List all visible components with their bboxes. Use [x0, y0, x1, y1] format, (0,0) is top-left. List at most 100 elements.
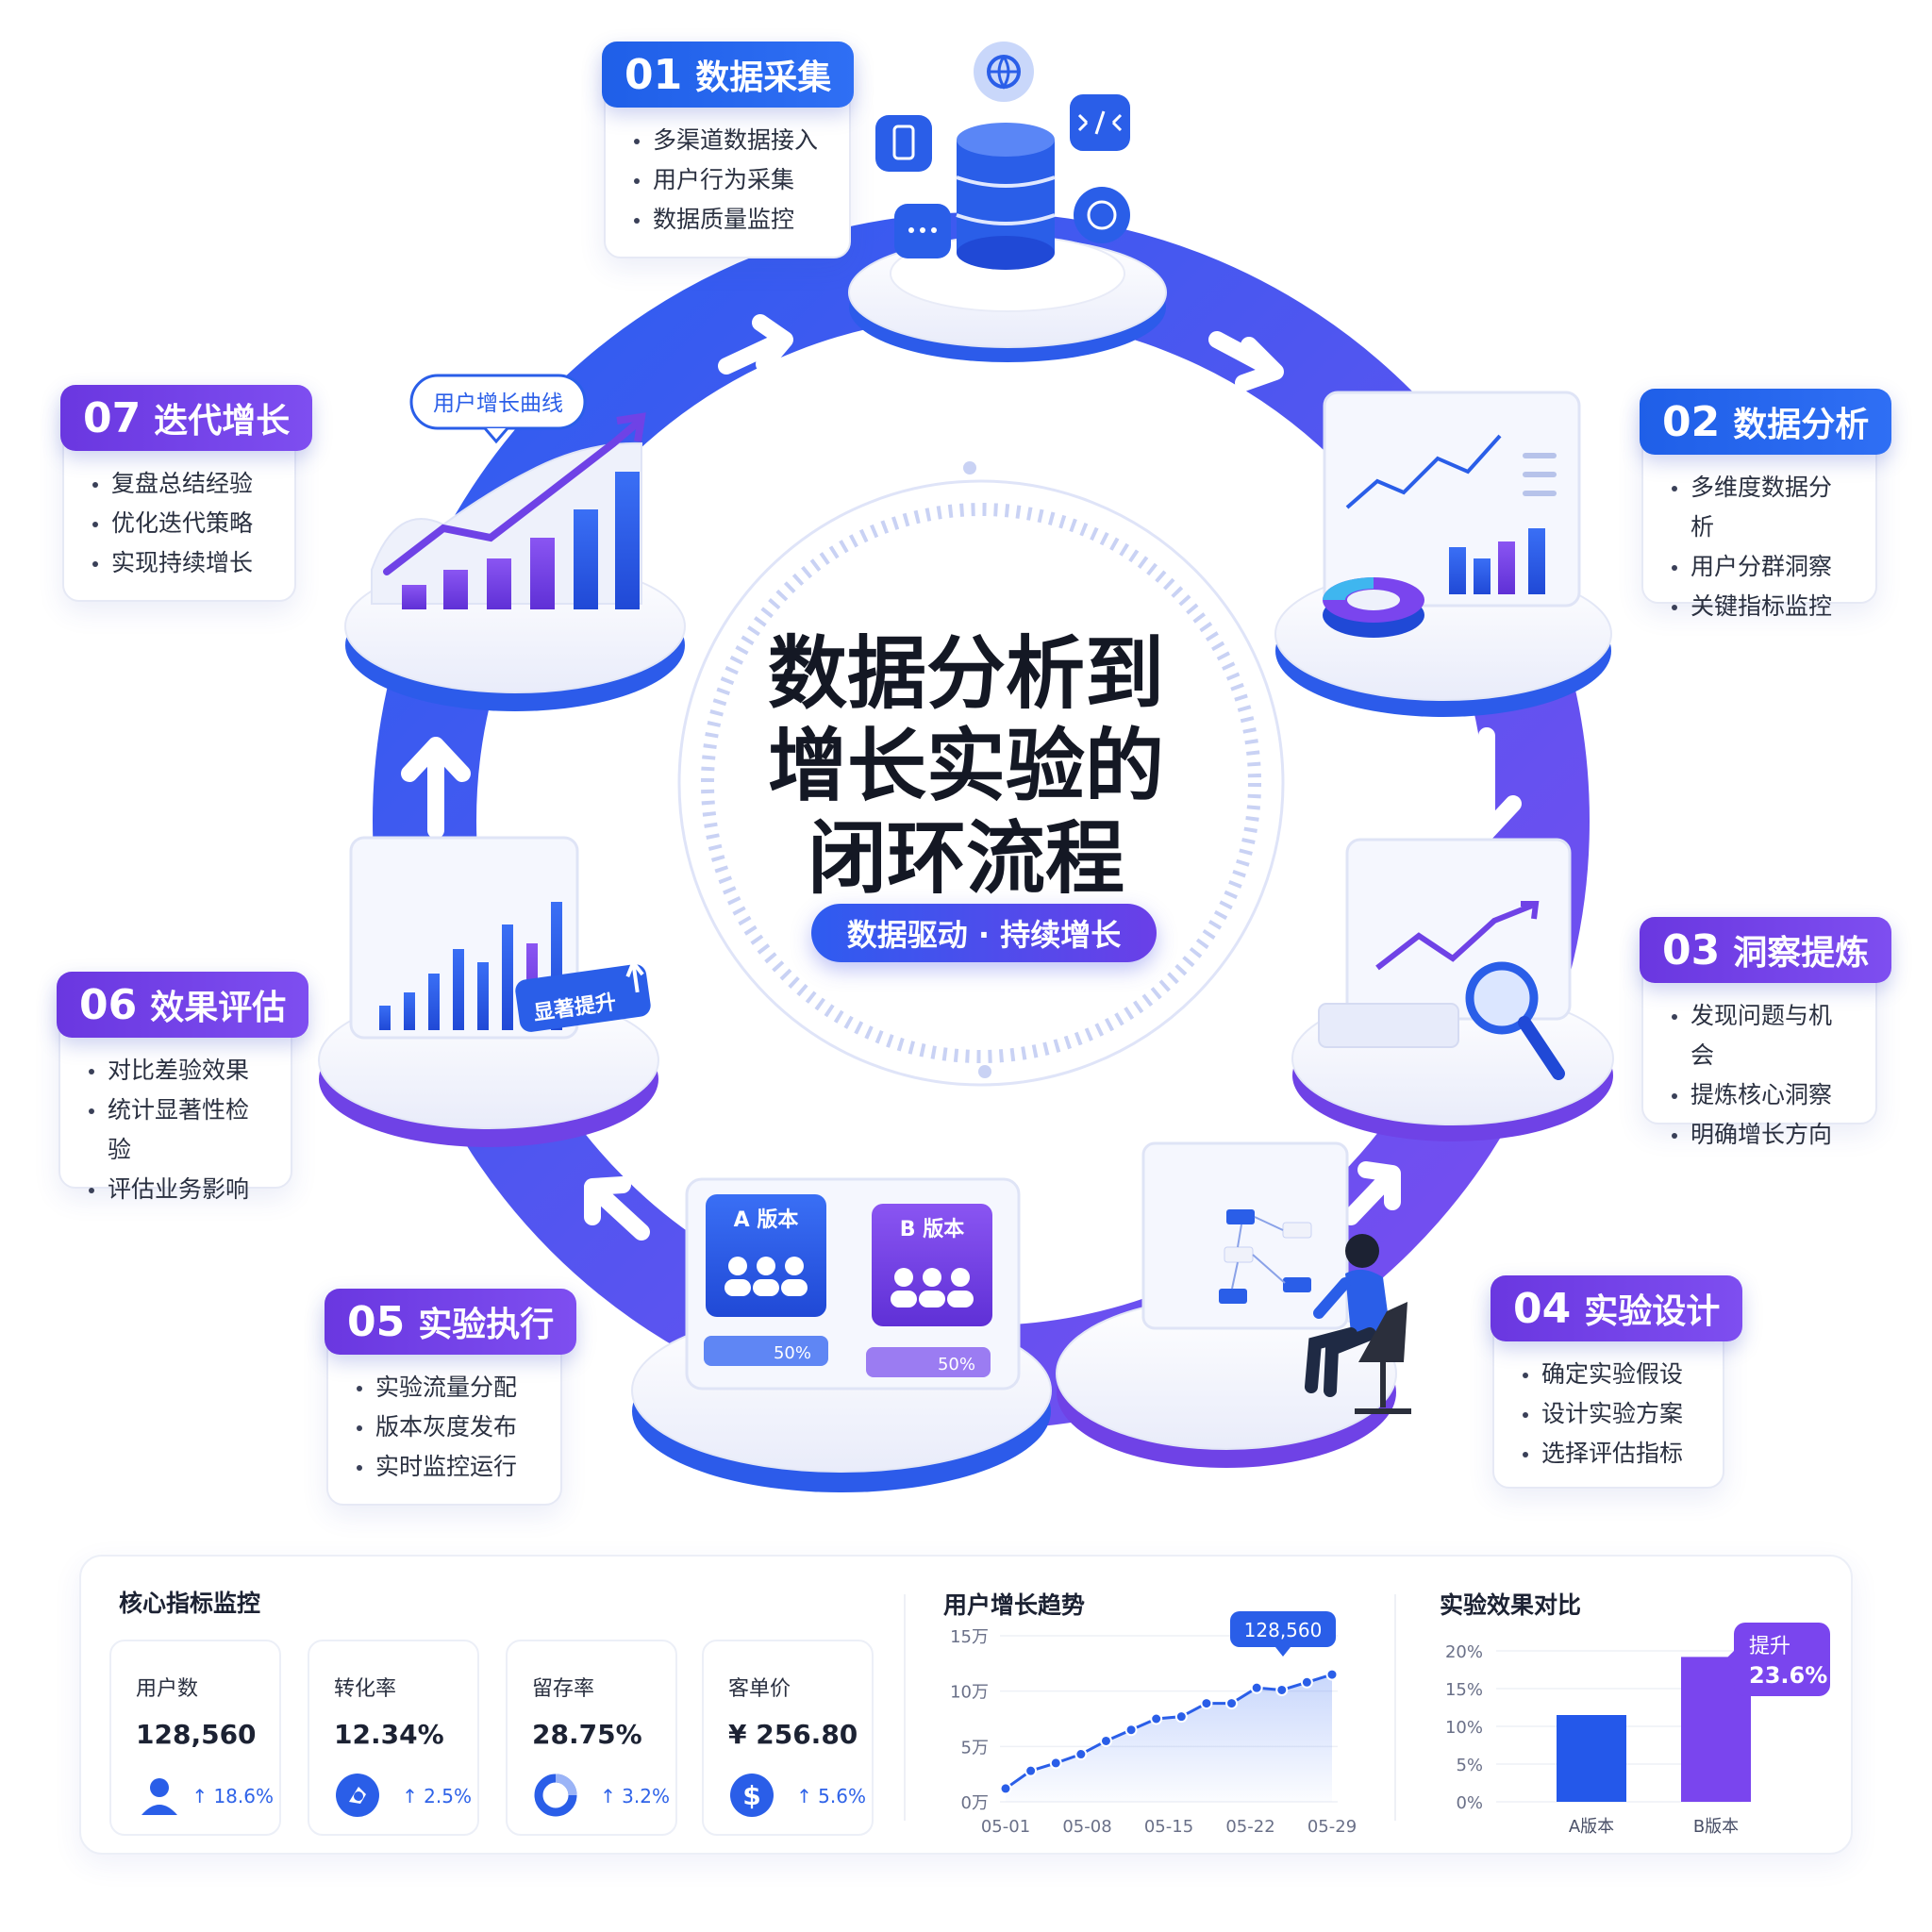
center-title-line-3: 闭环流程 — [807, 812, 1124, 905]
kpi-label: 留存率 — [532, 1677, 595, 1701]
step-card-04: 04 实验设计 确定实验假设 设计实验方案 选择评估指标 — [1491, 1275, 1743, 1489]
conversion-icon — [336, 1774, 379, 1817]
growth-bubble-label: 用户增长曲线 — [433, 391, 563, 416]
bullet-item: 关键指标监控 — [1670, 587, 1851, 626]
y-tick-label: 15% — [1445, 1680, 1483, 1700]
step-number: 07 — [83, 393, 142, 442]
bullet-item: 实现持续增长 — [91, 543, 270, 583]
group-a-icon — [724, 1257, 808, 1296]
step-card-01: 01 数据采集 多渠道数据接入 用户行为采集 数据质量监控 — [602, 42, 855, 258]
step-number: 02 — [1662, 397, 1721, 446]
bullet-item: 版本灰度发布 — [355, 1407, 536, 1447]
bullet-item: 明确增长方向 — [1670, 1115, 1851, 1155]
bullet-item: 用户行为采集 — [632, 160, 824, 200]
ring-dot-top — [963, 461, 976, 475]
kpi-delta: ↑ 18.6% — [192, 1785, 274, 1807]
x-tick-label: 05-01 — [981, 1817, 1030, 1837]
x-tick-label: 05-15 — [1144, 1817, 1193, 1837]
step-number: 06 — [79, 980, 138, 1029]
step-title-03: 03 洞察提炼 — [1640, 917, 1892, 983]
step-name: 数据采集 — [695, 58, 832, 97]
bullet-item: 优化迭代策略 — [91, 504, 270, 543]
globe-icon — [974, 42, 1034, 102]
x-tick-label: 05-08 — [1062, 1817, 1111, 1837]
bullet-item: 多维度数据分析 — [1670, 468, 1851, 547]
data-point — [999, 1782, 1012, 1795]
bullet-item: 确定实验假设 — [1521, 1355, 1698, 1394]
kpi-label: 用户数 — [136, 1677, 199, 1701]
data-point — [1225, 1697, 1239, 1710]
data-point — [1124, 1724, 1138, 1737]
ab-b-label: B 版本 — [900, 1218, 964, 1241]
bullet-item: 实时监控运行 — [355, 1447, 536, 1487]
step-number: 01 — [625, 50, 683, 99]
bullet-item: 选择评估指标 — [1521, 1434, 1698, 1474]
step-card-07: 07 迭代增长 复盘总结经验 优化迭代策略 实现持续增长 — [60, 385, 313, 602]
y-tick-label: 15万 — [950, 1627, 989, 1647]
kpi-label: 转化率 — [334, 1677, 397, 1701]
data-point — [1074, 1748, 1088, 1761]
step-name: 实验执行 — [418, 1306, 555, 1344]
donut-chart — [1323, 577, 1424, 638]
data-point — [1325, 1668, 1339, 1681]
kpi-card-retention: 留存率 28.75% ↑ 3.2% — [506, 1640, 677, 1836]
compare-callout-pointer — [1724, 1651, 1734, 1670]
data-point — [1300, 1675, 1313, 1689]
ab-test-panel: A 版本 B 版本 50% 50% — [685, 1177, 1021, 1391]
analyst-figure — [1305, 1234, 1411, 1414]
step-bullets: 复盘总结经验 优化迭代策略 实现持续增长 — [91, 464, 270, 583]
divider — [904, 1594, 906, 1821]
trend-chart-title: 用户增长趋势 — [943, 1591, 1086, 1619]
trend-callout-pointer — [1275, 1647, 1291, 1657]
step-number: 05 — [347, 1297, 406, 1346]
chat-icon — [894, 204, 951, 258]
data-point — [1150, 1712, 1163, 1725]
kpi-value: 12.34% — [334, 1719, 444, 1750]
growth-chart-illustration — [371, 412, 646, 609]
step-card-03: 03 洞察提炼 发现问题与机会 提炼核心洞察 明确增长方向 — [1640, 917, 1892, 1148]
phone-icon — [875, 115, 932, 172]
center-title-line-1: 数据分析到 — [767, 627, 1164, 720]
step-title-01: 01 数据采集 — [602, 42, 855, 108]
magnifier-icon — [1465, 961, 1565, 1080]
x-tick-label: A版本 — [1569, 1817, 1614, 1837]
divider — [1394, 1594, 1396, 1821]
compare-callout-line-2: 23.6% — [1749, 1662, 1827, 1689]
ab-a-split: 50% — [774, 1343, 811, 1363]
step-name: 数据分析 — [1733, 406, 1870, 444]
data-point — [1024, 1764, 1038, 1777]
bullet-item: 对比差验效果 — [87, 1051, 266, 1091]
step-bullets: 多渠道数据接入 用户行为采集 数据质量监控 — [632, 121, 824, 240]
bullet-item: 多渠道数据接入 — [632, 121, 824, 160]
x-tick-label: 05-29 — [1307, 1817, 1357, 1837]
step-name: 实验设计 — [1584, 1292, 1721, 1331]
kpi-card-users: 用户数 128,560 ↑ 18.6% — [109, 1640, 281, 1836]
experiment-design-screen — [1141, 1141, 1349, 1330]
data-point — [1250, 1681, 1263, 1694]
compare-callout-line-1: 提升 — [1749, 1635, 1790, 1658]
step-title-05: 05 实验执行 — [325, 1289, 577, 1355]
data-point — [1275, 1683, 1289, 1696]
platform-01 — [848, 235, 1167, 362]
bullet-item: 设计实验方案 — [1521, 1394, 1698, 1434]
kpi-delta: ↑ 2.5% — [402, 1785, 472, 1807]
user-icon — [138, 1774, 181, 1817]
x-tick-label: 05-22 — [1225, 1817, 1274, 1837]
database-icon — [956, 123, 1056, 270]
step-card-05: 05 实验执行 实验流量分配 版本灰度发布 实时监控运行 — [325, 1289, 577, 1506]
trend-area — [1006, 1674, 1332, 1802]
inner-ring-outer — [677, 479, 1285, 1087]
x-tick-label: B版本 — [1693, 1817, 1739, 1837]
y-tick-label: 5万 — [961, 1738, 989, 1757]
code-icon — [1070, 94, 1130, 151]
ring-dot-bottom — [978, 1065, 991, 1078]
kpi-delta: ↑ 5.6% — [796, 1785, 866, 1807]
trend-callout-box — [1230, 1611, 1336, 1647]
bullet-item: 统计显著性检验 — [87, 1091, 266, 1170]
bullet-item: 用户分群洞察 — [1670, 547, 1851, 587]
step-number: 04 — [1513, 1284, 1572, 1333]
step-number: 03 — [1662, 925, 1721, 974]
ring-arrow-3 — [1452, 727, 1522, 841]
